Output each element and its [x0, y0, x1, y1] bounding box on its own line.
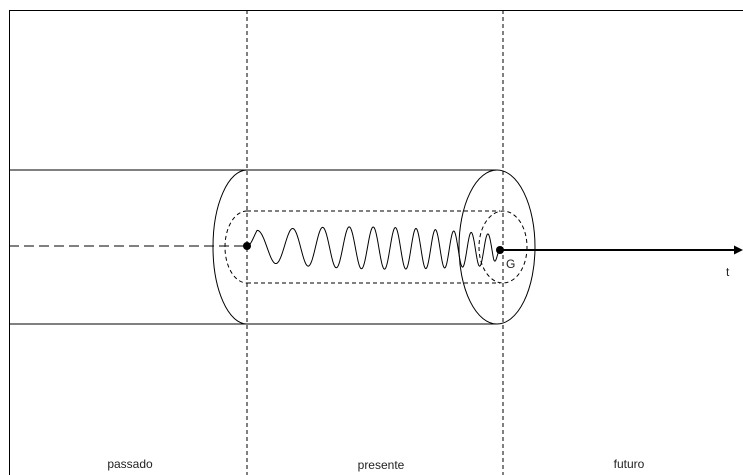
present-start-point	[243, 242, 251, 250]
inner-cylinder-left-cap	[224, 210, 248, 284]
inner-cylinder-right-cap	[478, 210, 528, 284]
cylinder-right-cap	[458, 169, 536, 325]
oscillating-worldline	[246, 226, 501, 270]
point-g	[496, 246, 504, 254]
time-axis-arrowhead	[734, 245, 743, 255]
time-axis-label: t	[726, 265, 730, 279]
cylinder-left-cap	[212, 169, 248, 325]
present-region-label: presente	[358, 458, 405, 472]
point-g-label: G	[506, 257, 515, 271]
past-region-label: passado	[107, 457, 153, 471]
future-region-label: futuro	[614, 457, 645, 471]
